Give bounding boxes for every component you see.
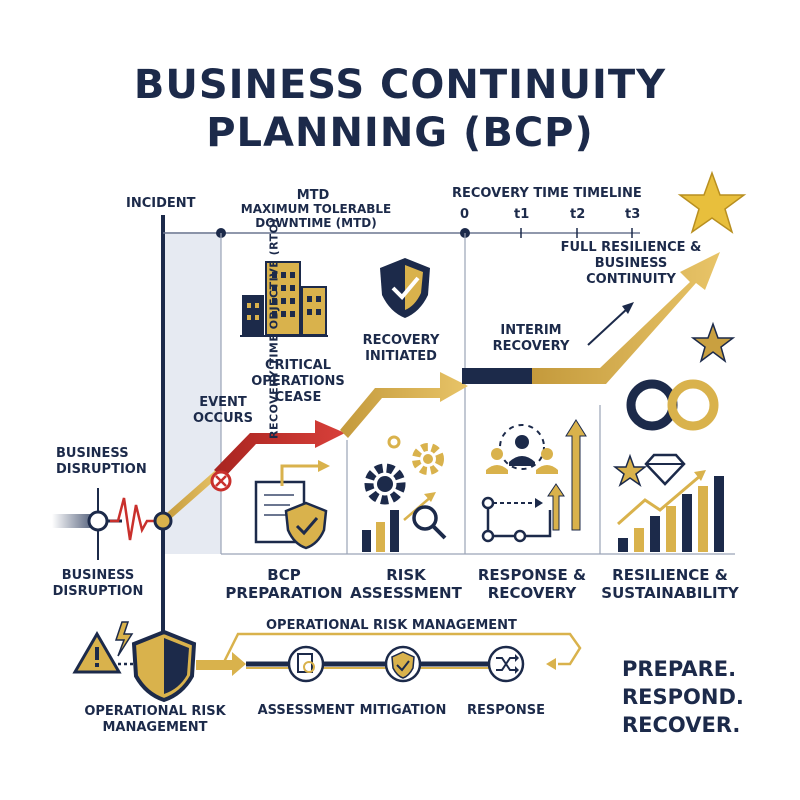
orm-step-mitigation: MITIGATION (359, 703, 447, 718)
team-icon (486, 424, 558, 474)
document-shield-icon (254, 460, 330, 550)
magnifier-icon (412, 505, 447, 540)
mtd-label: MTD (296, 188, 330, 203)
orm-step-assessment: ASSESSMENT (257, 703, 355, 718)
shield-check-icon (380, 258, 430, 318)
interim-navy-segment (462, 368, 532, 384)
recovery-timeline-label: RECOVERY TIME TIMELINE (452, 186, 642, 201)
disruption-node (87, 510, 109, 532)
orm-banner-label: OPERATIONAL RISK MANAGEMENT (266, 618, 517, 633)
slogan-prepare: PREPARE. (622, 657, 737, 681)
incident-label: INCIDENT (126, 196, 196, 211)
phase-resilience-sustainability: RESILIENCE & SUSTAINABILITY (601, 566, 739, 602)
rto-band (163, 232, 221, 554)
process-flow-icon (481, 419, 587, 543)
recovery-initiated-label: RECOVERY INITIATED (362, 333, 440, 364)
orm-step-mitigation-icon (384, 645, 422, 683)
star-icon (677, 170, 747, 234)
interim-recovery-label: INTERIM RECOVERY (492, 323, 570, 354)
star-tiny-icon (612, 453, 648, 487)
slogan-respond: RESPOND. (622, 685, 744, 709)
warning-icon (72, 631, 122, 674)
star-small-icon (690, 321, 736, 363)
business-disruption-top-label: BUSINESS DISRUPTION (56, 446, 147, 477)
shield-icon (131, 629, 197, 703)
tick-t3: t3 (625, 207, 641, 222)
page-title-line1: BUSINESS CONTINUITY (133, 62, 667, 108)
recovery-arrow (340, 372, 468, 438)
critical-ops-arrow (214, 420, 345, 478)
tick-0: 0 (460, 207, 470, 222)
orm-step-response: RESPONSE (467, 703, 545, 718)
tick-t1: t1 (514, 207, 530, 222)
diamond-icon (644, 453, 686, 486)
panel-grid (220, 233, 735, 555)
interim-gold-segment (532, 252, 720, 384)
bar-chart-icon (617, 470, 724, 552)
mtd-full-label: MAXIMUM TOLERABLE DOWNTIME (MTD) (240, 202, 392, 230)
phase-response-recovery: RESPONSE & RECOVERY (477, 566, 587, 602)
gears-icon (364, 435, 444, 505)
event-occurs-label: EVENT OCCURS (192, 395, 254, 426)
incident-node (153, 511, 173, 531)
disruption-arrow-tail (52, 514, 92, 528)
tick-t2: t2 (570, 207, 586, 222)
buildings-icon (240, 261, 328, 337)
orm-step-response-icon (487, 645, 525, 683)
rings-icon (626, 379, 719, 431)
phase-risk-assessment: RISK ASSESSMENT (350, 566, 462, 602)
business-disruption-bottom-label: BUSINESS DISRUPTION (52, 568, 144, 599)
rto-label: RECOVERY TIME OBJECTIVE (RTO) (267, 218, 281, 439)
orm-arrow (196, 652, 246, 676)
critical-operations-label: CRITICAL OPERATIONS CEASE (251, 358, 345, 405)
orm-left-label: OPERATIONAL RISK MANAGEMENT (84, 704, 226, 735)
lightning-icon (114, 621, 134, 657)
orm-banner-line (220, 632, 582, 667)
full-resilience-label: FULL RESILIENCE & BUSINESS CONTINUITY (560, 240, 702, 287)
slogan-recover: RECOVER. (622, 713, 741, 737)
disruption-zigzag (110, 497, 163, 541)
phase-bcp-preparation: BCP PREPARATION (225, 566, 343, 602)
page-title-line2: PLANNING (BCP) (206, 110, 594, 156)
orm-step-assessment-icon (287, 645, 325, 683)
